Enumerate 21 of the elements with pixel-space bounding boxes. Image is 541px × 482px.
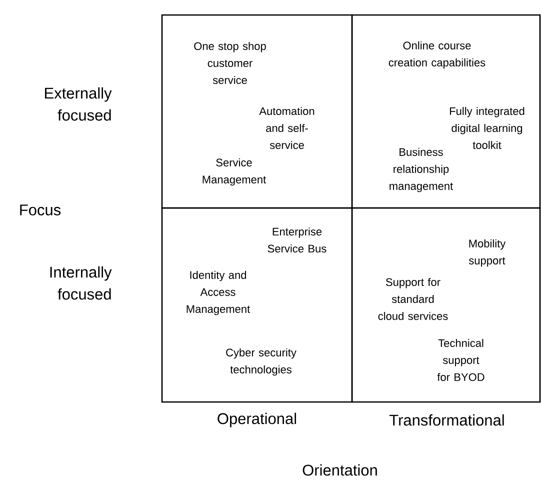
item-text: One stop shop customer service — [194, 42, 266, 84]
axis-label: Internally focused — [50, 266, 112, 300]
axis-label: Transformational — [389, 414, 504, 426]
item-text: Service Management — [202, 158, 266, 186]
quadrant-box — [351, 207, 541, 403]
axis-title: Orientation — [302, 464, 377, 476]
item-text: Technical support for BYOD — [437, 338, 484, 382]
item-text: Cyber security technologies — [226, 348, 296, 376]
item-text: Mobility support — [468, 239, 506, 267]
axis-label: Externally focused — [45, 87, 112, 121]
quadrant-box — [351, 14, 541, 209]
item-text: Online course creation capabilities — [388, 41, 486, 69]
item-text: Enterprise Service Bus — [268, 227, 326, 253]
item-text: Identity and Access Management — [186, 270, 250, 316]
axis-title: Focus — [20, 204, 61, 216]
quadrant-box — [161, 14, 353, 209]
item-text: Automation and self-service — [259, 106, 314, 150]
quadrant-box — [161, 207, 353, 403]
item-text: Support for standard cloud services — [378, 278, 448, 320]
item-text: Business relationship management — [390, 148, 453, 192]
item-text: Fully integrated digital learning toolkit — [450, 106, 524, 150]
